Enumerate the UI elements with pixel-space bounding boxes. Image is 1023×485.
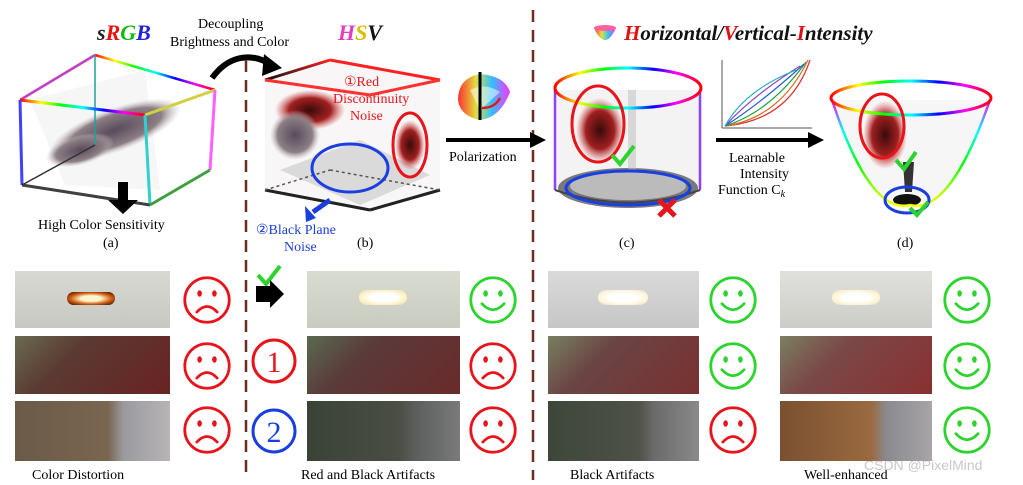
hvi-title: Horizontal/Vertical-Intensity xyxy=(623,21,873,45)
thumb-c-row2 xyxy=(548,336,699,394)
thumb-c-row3 xyxy=(548,401,699,461)
marker-two-icon xyxy=(251,408,297,454)
panel-label-c: (c) xyxy=(619,236,635,251)
decoupling-label-2: Brightness and Color xyxy=(170,35,289,50)
check-icon-d1 xyxy=(894,150,918,173)
decouple-curved-arrow xyxy=(209,54,272,80)
red-noise-label-3: Noise xyxy=(350,109,383,124)
sad-face-icon xyxy=(183,406,231,454)
thumb-d-row1 xyxy=(780,271,932,328)
happy-face-icon xyxy=(709,342,757,390)
marker-one-label: 1 xyxy=(267,346,282,379)
srgb-title: sRGB xyxy=(96,20,151,45)
watermark: CSDN @PixelMind xyxy=(864,457,982,473)
green-check-icon xyxy=(256,264,282,288)
black-region-circle xyxy=(564,169,692,207)
red-noise-label-2: Discontinuity xyxy=(333,92,409,107)
black-noise-label-2: Noise xyxy=(284,240,317,255)
check-icon xyxy=(610,144,636,168)
happy-face-icon xyxy=(469,276,517,324)
thumb-d-row3 xyxy=(780,401,932,461)
check-icon-d2 xyxy=(908,200,930,218)
hsv-title: HSV xyxy=(337,20,384,45)
marker-two-label: 2 xyxy=(267,416,282,449)
thumb-b-row1 xyxy=(307,271,460,328)
caption-color-distortion: Color Distortion xyxy=(32,468,124,483)
polarization-label: Polarization xyxy=(449,150,517,165)
high-color-label: High Color Sensitivity xyxy=(38,218,165,233)
down-arrow-icon xyxy=(108,182,138,214)
caption-well-enhanced: Well-enhanced xyxy=(804,468,888,483)
thumb-a-row3 xyxy=(15,401,170,461)
hsv-cone-icon xyxy=(458,72,510,120)
caption-black-artifacts: Black Artifacts xyxy=(570,468,654,483)
black-region-circle-d xyxy=(883,185,931,215)
panel-label-b: (b) xyxy=(357,236,374,251)
thumb-d-row2 xyxy=(780,336,932,394)
caption-red-black-artifacts: Red and Black Artifacts xyxy=(301,468,435,483)
black-noise-label-1: ②Black Plane xyxy=(256,223,336,238)
thumb-a-row1 xyxy=(15,271,170,328)
thumb-b-row3 xyxy=(307,401,460,461)
decoupling-label-1: Decoupling xyxy=(198,17,263,32)
happy-face-icon xyxy=(709,276,757,324)
hsv-box xyxy=(263,58,442,212)
panel-label-a: (a) xyxy=(103,236,119,251)
learnable-label-3: Function Ck xyxy=(718,183,786,200)
marker-one-icon xyxy=(251,338,297,384)
sad-face-icon xyxy=(469,406,517,454)
polarization-arrow-icon xyxy=(530,132,546,148)
panel-label-d: (d) xyxy=(897,236,914,251)
hvi-logo-icon xyxy=(594,28,616,40)
red-region-circle xyxy=(570,84,626,164)
blue-arrow-icon xyxy=(305,206,316,222)
learnable-arrow-icon xyxy=(808,132,824,148)
red-region-circle-d xyxy=(858,92,906,160)
intensity-curves-plot xyxy=(721,59,812,129)
right-arrow-icon xyxy=(256,280,284,308)
thumb-c-row1 xyxy=(548,271,699,328)
happy-face-icon xyxy=(943,406,991,454)
decouple-arrowhead xyxy=(262,54,282,76)
learnable-label-1: Learnable xyxy=(729,151,785,166)
happy-face-icon xyxy=(943,276,991,324)
thumb-a-row2 xyxy=(15,336,170,394)
red-noise-circle xyxy=(391,111,429,179)
sad-face-icon xyxy=(183,342,231,390)
hvi-cylinder xyxy=(553,66,703,208)
sad-face-icon xyxy=(183,276,231,324)
happy-face-icon xyxy=(943,342,991,390)
learnable-label-2: Intensity xyxy=(740,167,789,182)
srgb-cube xyxy=(18,53,217,207)
sad-face-icon xyxy=(709,406,757,454)
red-noise-label-1: ①Red xyxy=(344,75,379,90)
black-plane-circle xyxy=(310,142,390,194)
thumb-b-row2 xyxy=(307,336,460,394)
sad-face-icon xyxy=(469,342,517,390)
cross-icon xyxy=(657,198,677,218)
